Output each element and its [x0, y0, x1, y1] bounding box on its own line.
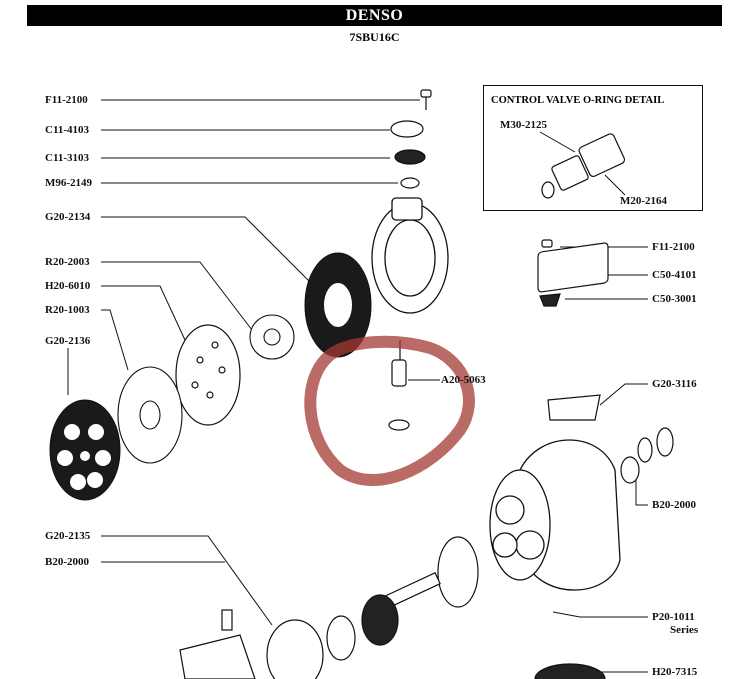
top-small-parts — [390, 89, 432, 189]
leader-p20-1011 — [552, 611, 648, 618]
label-r20-2003: R20-2003 — [45, 256, 90, 268]
label-m30-2125: M30-2125 — [500, 119, 548, 131]
leader-g20-2134 — [101, 216, 319, 291]
compressor-body — [489, 439, 621, 591]
leader-b20-2000-right — [635, 480, 648, 506]
leader-g20-3116 — [599, 383, 648, 406]
label-m96-2149: M96-2149 — [45, 177, 93, 189]
leader-r20-2003 — [101, 261, 253, 331]
label-p20-1011: P20-1011 — [652, 611, 695, 623]
label-c11-4103: C11-4103 — [45, 124, 89, 136]
valve-plate — [175, 324, 241, 426]
label-h20-6010: H20-6010 — [45, 280, 91, 292]
leader-h20-6010 — [101, 285, 186, 341]
label-r20-1003: R20-1003 — [45, 304, 90, 316]
label-series: Series — [670, 624, 699, 636]
label-h20-7315: H20-7315 — [652, 666, 698, 678]
label-b20-2000-right: B20-2000 — [652, 499, 696, 511]
label-f11-2100-right: F11-2100 — [652, 241, 695, 253]
brand-header: DENSO — [27, 5, 722, 26]
leader-g20-2135 — [101, 535, 273, 626]
label-c50-4101: C50-4101 — [652, 269, 697, 281]
label-g20-2136: G20-2136 — [45, 335, 91, 347]
detail-title: CONTROL VALVE O-RING DETAIL — [491, 95, 665, 106]
model-number: 7SBU16C — [349, 30, 400, 44]
cylinder-gasket — [49, 399, 121, 501]
rear-head — [371, 197, 449, 314]
leader-r20-1003 — [101, 309, 129, 371]
label-c11-3103: C11-3103 — [45, 152, 89, 164]
label-b20-2000-left: B20-2000 — [45, 556, 89, 568]
control-valve-detail-box — [483, 85, 703, 211]
label-f11-2100-left: F11-2100 — [45, 94, 88, 106]
label-c50-3001: C50-3001 — [652, 293, 697, 305]
red-circle-annotation — [304, 335, 475, 486]
head-gasket — [304, 252, 372, 358]
reed-valve — [249, 314, 295, 360]
leader-m20-2164 — [604, 174, 626, 196]
label-m20-2164: M20-2164 — [620, 195, 668, 207]
leader-m30-2125 — [539, 131, 576, 153]
front-head — [179, 609, 256, 679]
shaft-assembly — [266, 427, 674, 679]
label-a20-5063: A20-5063 — [441, 374, 486, 386]
control-valve — [388, 340, 410, 431]
label-g20-3116: G20-3116 — [652, 378, 697, 390]
pulley — [534, 663, 606, 679]
right-small-parts — [537, 239, 609, 421]
label-g20-2134: G20-2134 — [45, 211, 91, 223]
suction-reed — [117, 366, 183, 464]
detail-valve — [541, 133, 626, 199]
label-g20-2135: G20-2135 — [45, 530, 91, 542]
